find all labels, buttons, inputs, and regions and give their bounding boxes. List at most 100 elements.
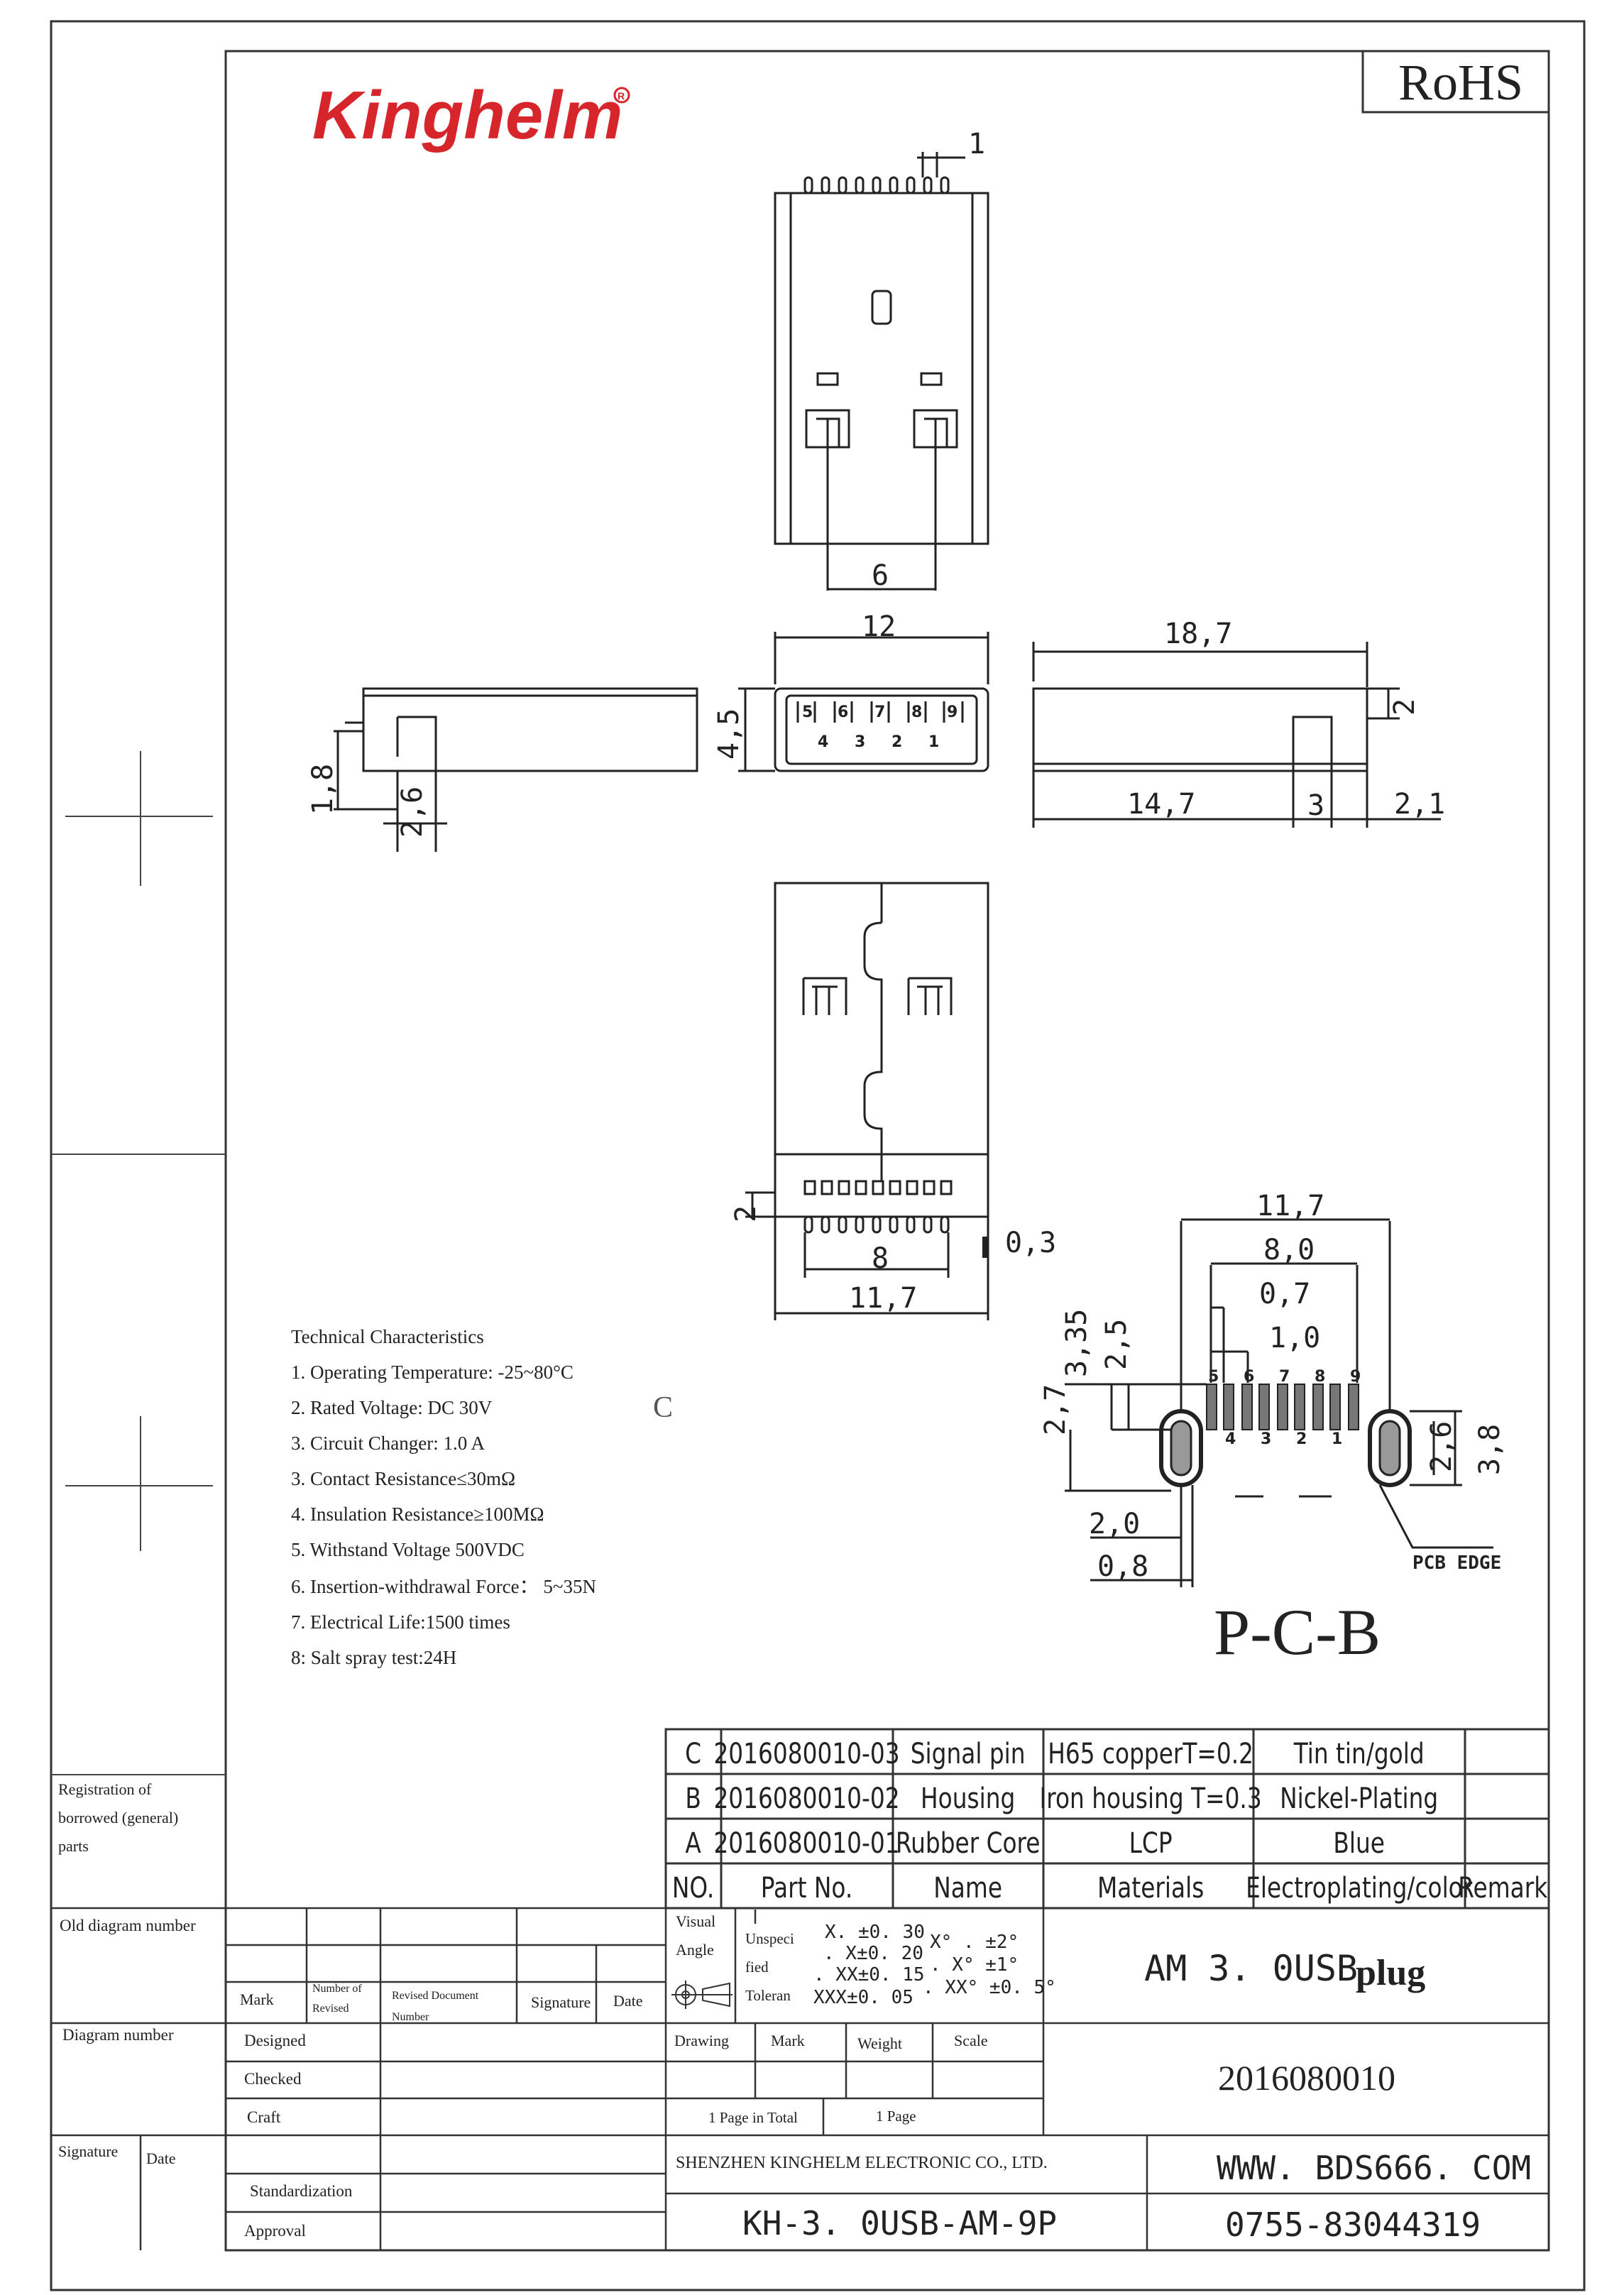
svg-text:3: 3	[855, 733, 865, 751]
tech-item: 8: Salt spray test:24H	[291, 1647, 456, 1668]
bom-cell: H65 copperT=0.2	[1048, 1737, 1253, 1770]
svg-text:1: 1	[1332, 1430, 1342, 1448]
svg-text:3,35: 3,35	[1060, 1309, 1093, 1377]
svg-text:2,6: 2,6	[1425, 1421, 1458, 1472]
svg-text:2,5: 2,5	[1100, 1319, 1133, 1370]
svg-text:1: 1	[928, 733, 939, 751]
bom-header: NO.	[672, 1871, 714, 1905]
dim-right-3: 3	[1307, 789, 1324, 822]
pcb-dimensions: 11,7 8,0 0,7 1,0 3,35 2,5 2,7 2,6 3,8 2,…	[1039, 1190, 1506, 1583]
product-name: AM 3. 0USB	[1144, 1948, 1358, 1989]
bom-cell: LCP	[1129, 1826, 1173, 1860]
svg-text:Number: Number	[392, 2011, 429, 2023]
bom-cell: Tin tin/gold	[1293, 1737, 1425, 1770]
svg-text:Date: Date	[146, 2149, 176, 2167]
left-side-view	[334, 687, 698, 852]
svg-text:7: 7	[874, 703, 885, 721]
rohs-label: RoHS	[1398, 54, 1523, 111]
svg-text:9: 9	[1350, 1368, 1361, 1386]
svg-text:Diagram number: Diagram number	[62, 2026, 174, 2044]
svg-text:Weight: Weight	[857, 2034, 902, 2052]
dim-marker-0-3	[982, 1237, 988, 1258]
tolerance-values: X. ±0. 30 . X±0. 20 . XX±0. 15 XXX±0. 05…	[813, 1922, 1056, 2008]
dim-bottom-8: 8	[872, 1242, 889, 1275]
svg-text:11,7: 11,7	[1256, 1190, 1324, 1222]
svg-text:. XX° ±0. 5°: . XX° ±0. 5°	[923, 1977, 1056, 1998]
phone-number: 0755-83044319	[1225, 2206, 1481, 2244]
svg-text:9: 9	[947, 703, 958, 721]
svg-text:borrowed (general): borrowed (general)	[58, 1809, 178, 1826]
bom-cell: 2016080010-01	[713, 1826, 899, 1860]
dim-bottom-11-7: 11,7	[849, 1282, 917, 1315]
dim-right-length: 18,7	[1164, 618, 1232, 650]
dim-side-2-6: 2,6	[396, 787, 429, 838]
right-side-view	[1032, 642, 1441, 828]
bottom-view	[745, 882, 989, 1320]
website: WWW. BDS666. COM	[1217, 2149, 1531, 2187]
front-pin-numbers: 5 6 7 8 9 4 3 2 1	[802, 703, 958, 751]
bom-cell: Iron housing T=0.3	[1040, 1782, 1262, 1815]
svg-text:5: 5	[802, 703, 813, 721]
svg-text:Registration of: Registration of	[58, 1780, 152, 1798]
svg-text:Drawing: Drawing	[674, 2032, 729, 2049]
svg-text:fied: fied	[745, 1959, 769, 1976]
svg-text:parts: parts	[58, 1837, 89, 1855]
tech-item: 2. Rated Voltage: DC 30V	[291, 1397, 493, 1418]
svg-text:Revised Document: Revised Document	[392, 1990, 479, 2002]
svg-text:XXX±0. 05: XXX±0. 05	[813, 1987, 914, 2008]
dim-right-2: 2	[1388, 699, 1421, 716]
product-name-suffix: plug	[1356, 1953, 1425, 1993]
svg-text:1 Page: 1 Page	[876, 2108, 916, 2125]
svg-text:Mark: Mark	[240, 1990, 274, 2008]
tech-item: 6. Insertion-withdrawal Force： 5~35N	[291, 1576, 596, 1597]
svg-text:Standardization: Standardization	[250, 2182, 353, 2200]
bom-cell: 2016080010-03	[713, 1737, 899, 1770]
bom-cell: B	[685, 1782, 701, 1815]
svg-text:Signature: Signature	[58, 2142, 118, 2160]
kinghelm-logo: Kinghelm	[312, 77, 622, 153]
svg-text:R: R	[618, 90, 625, 102]
registered-mark-icon: R	[613, 87, 630, 104]
tech-title: Technical Characteristics	[291, 1326, 484, 1347]
svg-text:7: 7	[1279, 1368, 1290, 1386]
pcb-pads	[1206, 1384, 1359, 1430]
svg-text:. XX±0. 15: . XX±0. 15	[813, 1964, 925, 1985]
title-block-grid	[51, 1907, 1549, 2250]
svg-text:Mark: Mark	[771, 2032, 805, 2049]
svg-text:. X° ±1°: . X° ±1°	[930, 1954, 1019, 1976]
svg-text:6: 6	[838, 703, 848, 721]
dim-bottom-2: 2	[730, 1205, 762, 1222]
svg-text:6: 6	[1244, 1368, 1254, 1386]
svg-text:3,8: 3,8	[1474, 1424, 1506, 1475]
svg-text:3: 3	[1261, 1430, 1271, 1448]
tech-item: 7. Electrical Life:1500 times	[291, 1611, 510, 1633]
svg-text:1 Page in Total: 1 Page in Total	[708, 2109, 798, 2126]
svg-text:2: 2	[891, 733, 902, 751]
title-block-text: Registration of borrowed (general) parts…	[58, 1780, 1048, 2240]
svg-text:Date: Date	[613, 1992, 643, 2010]
registration-marks	[51, 751, 226, 1775]
svg-text:Toleran: Toleran	[745, 1987, 791, 2004]
first-angle-projection-icon	[671, 1981, 733, 2009]
svg-text:Checked: Checked	[244, 2070, 302, 2088]
top-pin-tips	[803, 176, 950, 195]
svg-text:1,0: 1,0	[1269, 1322, 1320, 1354]
svg-text:4: 4	[1225, 1430, 1236, 1448]
bom-cell: 2016080010-02	[713, 1782, 899, 1815]
svg-text:Revised: Revised	[312, 2003, 349, 2015]
dim-bottom-0-3: 0,3	[1005, 1227, 1056, 1259]
dim-front-width: 12	[862, 610, 896, 643]
front-view	[738, 632, 989, 772]
svg-text:8: 8	[911, 703, 922, 721]
svg-text:0,8: 0,8	[1097, 1550, 1148, 1583]
svg-text:Scale: Scale	[954, 2032, 988, 2049]
svg-text:0,7: 0,7	[1259, 1278, 1310, 1310]
svg-text:Signature: Signature	[531, 1993, 591, 2011]
bom-header: Electroplating/color	[1246, 1871, 1473, 1905]
svg-text:Visual: Visual	[676, 1912, 715, 1930]
dim-top-pitch: 1	[968, 128, 985, 160]
svg-text:Angle: Angle	[676, 1941, 714, 1959]
svg-text:2,7: 2,7	[1039, 1384, 1072, 1435]
bom-cell: Blue	[1333, 1826, 1385, 1860]
